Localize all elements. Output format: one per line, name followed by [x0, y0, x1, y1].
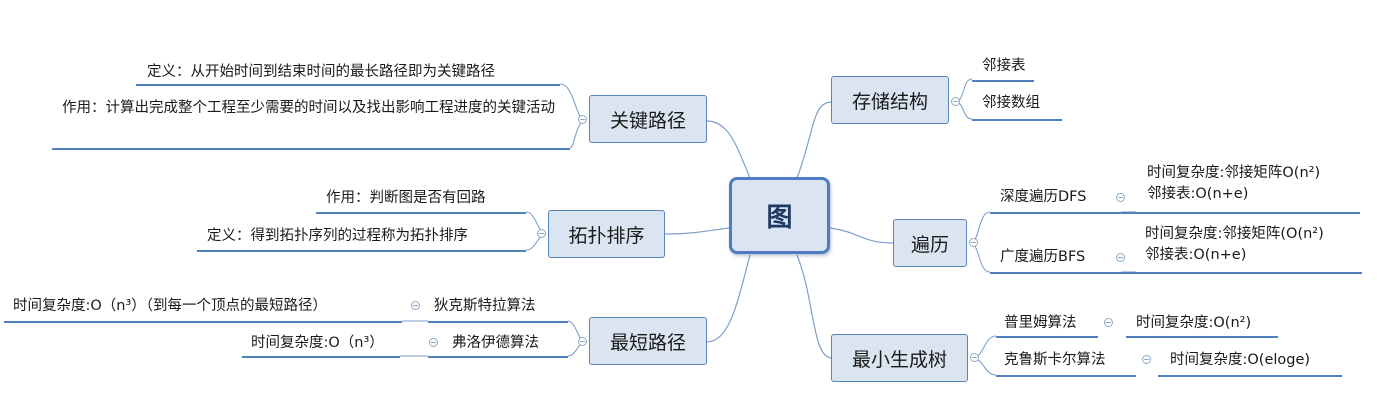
critical-path-definition-text: 定义：从开始时间到结束时间的最长路径即为关键路径	[147, 64, 495, 80]
topo-purpose-text: 作用：判断图是否有回路	[326, 190, 486, 206]
leaf-underline	[1136, 212, 1360, 214]
leaf-underline	[52, 148, 570, 150]
dfs-label: 深度遍历DFS	[1000, 189, 1087, 205]
critical-path-label: 关键路径	[609, 109, 686, 132]
storage-structure-label: 存储结构	[851, 90, 928, 113]
leaf-underline	[428, 356, 568, 358]
center-node[interactable]: 图	[729, 177, 830, 254]
prim-complexity-label: 时间复杂度:O(n²)	[1136, 315, 1252, 331]
collapse-toggle-icon[interactable]	[429, 338, 438, 347]
mst-node[interactable]: 最小生成树	[831, 334, 968, 382]
collapse-toggle-icon[interactable]	[1142, 355, 1151, 364]
dfs-adjlist-line: 邻接表:O(n+e)	[1147, 186, 1249, 202]
mst-label: 最小生成树	[851, 348, 947, 371]
leaf-underline	[996, 336, 1098, 338]
dfs-node[interactable]: 深度遍历DFS	[1000, 187, 1086, 208]
critical-path-purpose-text: 作用：计算出完成整个工程至少需要的时间以及找出影响工程进度的关键活动	[62, 100, 555, 116]
topological-sort-label: 拓扑排序	[568, 224, 645, 247]
center-label: 图	[766, 203, 793, 233]
collapse-toggle-icon[interactable]	[970, 353, 979, 362]
collapse-toggle-icon[interactable]	[1104, 318, 1113, 327]
leaf-underline	[1158, 375, 1342, 377]
collapse-toggle-icon[interactable]	[411, 301, 420, 310]
prim-label: 普里姆算法	[1004, 315, 1077, 331]
leaf-underline	[996, 375, 1136, 377]
leaf-underline	[136, 84, 560, 86]
kruskal-complexity-leaf[interactable]: 时间复杂度:O(eloge)	[1170, 350, 1310, 371]
collapse-toggle-icon[interactable]	[578, 115, 587, 124]
bfs-complexity-line: 时间复杂度:邻接矩阵(O(n²)	[1145, 226, 1324, 242]
bfs-complexity-leaf[interactable]: 时间复杂度:邻接矩阵(O(n²) 邻接表:O(n+e)	[1145, 224, 1324, 266]
critical-path-definition-leaf[interactable]: 定义：从开始时间到结束时间的最长路径即为关键路径	[147, 62, 495, 83]
collapse-toggle-icon[interactable]	[537, 229, 546, 238]
dijkstra-complexity-text: 时间复杂度:O（n³）（到每一个顶点的最短路径）	[13, 298, 328, 314]
leaf-underline	[242, 356, 400, 358]
storage-structure-node[interactable]: 存储结构	[831, 76, 949, 124]
dijkstra-complexity-leaf[interactable]: 时间复杂度:O（n³）（到每一个顶点的最短路径）	[13, 296, 327, 317]
collapse-toggle-icon[interactable]	[969, 238, 978, 247]
leaf-underline	[972, 119, 1062, 121]
leaf-underline	[1136, 272, 1362, 274]
kruskal-label: 克鲁斯卡尔算法	[1004, 352, 1106, 368]
critical-path-purpose-leaf[interactable]: 作用：计算出完成整个工程至少需要的时间以及找出影响工程进度的关键活动	[62, 98, 562, 119]
bfs-node[interactable]: 广度遍历BFS	[1000, 247, 1085, 268]
topo-purpose-leaf[interactable]: 作用：判断图是否有回路	[326, 188, 486, 209]
leaf-underline	[990, 212, 1136, 214]
collapse-toggle-icon[interactable]	[1116, 193, 1125, 202]
collapse-toggle-icon[interactable]	[951, 97, 960, 106]
bfs-adjlist-line: 邻接表:O(n+e)	[1145, 247, 1247, 263]
shortest-path-node[interactable]: 最短路径	[589, 317, 707, 365]
topo-definition-text: 定义：得到拓扑序列的过程称为拓扑排序	[207, 228, 468, 244]
dfs-complexity-leaf[interactable]: 时间复杂度:邻接矩阵O(n²) 邻接表:O(n+e)	[1147, 163, 1320, 205]
floyd-complexity-leaf[interactable]: 时间复杂度:O（n³）	[251, 333, 384, 354]
dfs-complexity-line: 时间复杂度:邻接矩阵O(n²)	[1147, 165, 1321, 181]
leaf-underline	[316, 212, 526, 214]
critical-path-node[interactable]: 关键路径	[589, 95, 707, 143]
adjacency-list-leaf[interactable]: 邻接表	[982, 56, 1026, 77]
adjacency-array-leaf[interactable]: 邻接数组	[982, 93, 1040, 114]
leaf-underline	[197, 250, 526, 252]
floyd-complexity-text: 时间复杂度:O（n³）	[251, 335, 384, 351]
bfs-label: 广度遍历BFS	[1000, 249, 1086, 265]
dijkstra-label: 狄克斯特拉算法	[434, 298, 536, 314]
collapse-toggle-icon[interactable]	[1116, 253, 1125, 262]
floyd-node[interactable]: 弗洛伊德算法	[452, 333, 539, 354]
prim-complexity-leaf[interactable]: 时间复杂度:O(n²)	[1136, 313, 1251, 334]
prim-node[interactable]: 普里姆算法	[1004, 313, 1077, 334]
dijkstra-node[interactable]: 狄克斯特拉算法	[434, 296, 536, 317]
leaf-underline	[990, 272, 1136, 274]
floyd-label: 弗洛伊德算法	[452, 335, 539, 351]
adjacency-array-label: 邻接数组	[982, 95, 1040, 111]
traversal-node[interactable]: 遍历	[893, 219, 967, 267]
kruskal-complexity-label: 时间复杂度:O(eloge)	[1170, 352, 1311, 368]
topo-definition-leaf[interactable]: 定义：得到拓扑序列的过程称为拓扑排序	[207, 226, 468, 247]
kruskal-node[interactable]: 克鲁斯卡尔算法	[1004, 350, 1106, 371]
collapse-toggle-icon[interactable]	[578, 337, 587, 346]
traversal-label: 遍历	[910, 233, 949, 256]
topological-sort-node[interactable]: 拓扑排序	[548, 210, 665, 258]
leaf-underline	[1126, 336, 1278, 338]
shortest-path-label: 最短路径	[609, 331, 686, 354]
leaf-underline	[428, 321, 568, 323]
adjacency-list-label: 邻接表	[982, 58, 1026, 74]
leaf-underline	[4, 321, 402, 323]
leaf-underline	[972, 80, 1034, 82]
